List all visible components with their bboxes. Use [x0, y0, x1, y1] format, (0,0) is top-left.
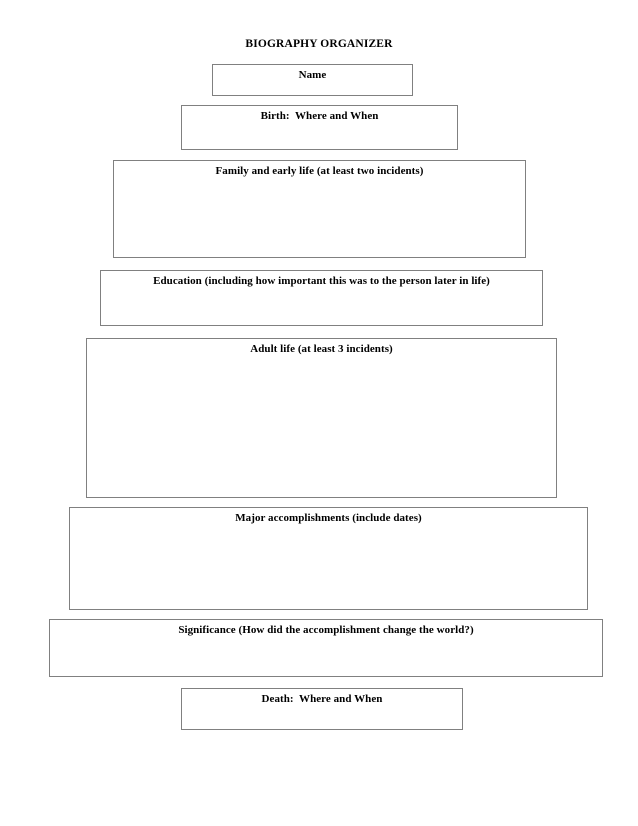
- field-box-adult-life[interactable]: Adult life (at least 3 incidents): [86, 338, 557, 498]
- field-label-major-accomplishments: Major accomplishments (include dates): [235, 512, 422, 524]
- field-label-name: Name: [298, 69, 327, 81]
- field-box-education[interactable]: Education (including how important this …: [100, 270, 543, 326]
- field-box-significance[interactable]: Significance (How did the accomplishment…: [49, 619, 603, 677]
- page-title: BIOGRAPHY ORGANIZER: [245, 38, 393, 50]
- field-label-significance: Significance (How did the accomplishment…: [178, 624, 474, 636]
- field-label-death: Death: Where and When: [261, 693, 383, 705]
- field-label-education: Education (including how important this …: [153, 275, 490, 287]
- field-box-birth[interactable]: Birth: Where and When: [181, 105, 458, 150]
- field-label-birth: Birth: Where and When: [260, 110, 379, 122]
- field-box-major-accomplishments[interactable]: Major accomplishments (include dates): [69, 507, 588, 610]
- field-label-family-and-early-life: Family and early life (at least two inci…: [215, 165, 424, 177]
- field-box-name[interactable]: Name: [212, 64, 413, 96]
- field-box-family-and-early-life[interactable]: Family and early life (at least two inci…: [113, 160, 526, 258]
- field-box-death[interactable]: Death: Where and When: [181, 688, 463, 730]
- field-label-adult-life: Adult life (at least 3 incidents): [250, 343, 393, 355]
